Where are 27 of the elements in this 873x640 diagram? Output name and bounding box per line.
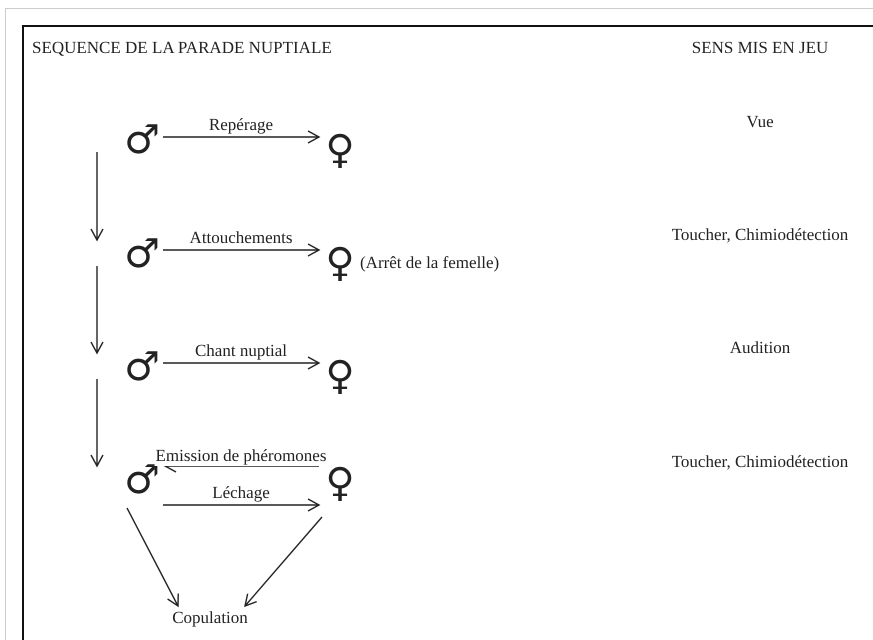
- sense-label: Vue: [746, 112, 774, 132]
- edge-label: Léchage: [211, 483, 271, 503]
- male-symbol: ♂: [100, 345, 160, 389]
- column-heading: SENS MIS EN JEU: [692, 38, 828, 58]
- male-symbol: ♂: [100, 232, 160, 276]
- diagram-title: SEQUENCE DE LA PARADE NUPTIALE: [32, 38, 332, 58]
- arrow: [163, 498, 320, 512]
- arrow: [90, 152, 104, 241]
- female-symbol: ♀: [322, 235, 358, 291]
- sense-label: Toucher, Chimiodétection: [672, 452, 848, 472]
- sense-label: Toucher, Chimiodétection: [672, 225, 848, 245]
- arrow: [163, 243, 320, 257]
- node-note: (Arrêt de la femelle): [360, 253, 500, 273]
- edge-label: Chant nuptial: [194, 341, 288, 361]
- arrow: [163, 356, 320, 370]
- stage-label: Copulation: [165, 606, 255, 630]
- edge-label: Repérage: [208, 115, 274, 135]
- arrow: [163, 130, 320, 144]
- arrow: [90, 379, 104, 467]
- edge-label: Emission de phéromones: [154, 446, 328, 466]
- arrow: [90, 266, 104, 354]
- arrow: [126, 508, 179, 607]
- female-symbol: ♀: [322, 122, 358, 178]
- sense-label: Audition: [730, 338, 790, 358]
- male-symbol: ♂: [100, 118, 160, 162]
- female-symbol: ♀: [322, 348, 358, 404]
- arrow: [244, 516, 323, 607]
